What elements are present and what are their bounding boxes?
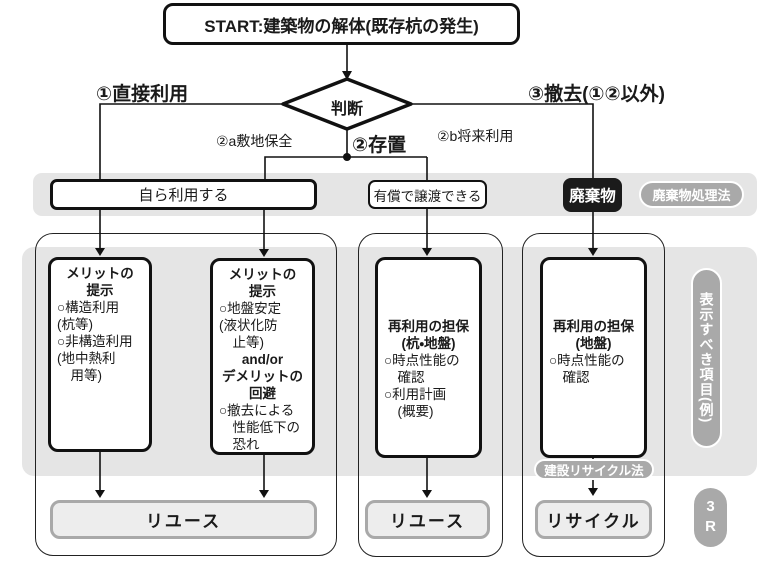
side-note-text: 表示すべき項目(例) [698, 292, 715, 424]
box2-body: ○地盤安定 (液状化防 止等) [219, 301, 282, 350]
start-node: START:建築物の解体(既存杭の発生) [163, 3, 520, 45]
branch-label-future-use: ②b将来利用 [437, 128, 514, 144]
box3-title: 再利用の担保 (杭・地盤) [388, 319, 469, 351]
box3-body: ○時点性能の 確認 ○利用計画 (概要) [384, 353, 460, 419]
pill-waste-disposal-law: 廃棄物処理法 [639, 181, 744, 208]
decision-label: 判断 [330, 101, 363, 118]
pill-construction-recycle-law: 建設リサイクル法 [534, 459, 654, 480]
group-direct-use-leave [35, 233, 337, 556]
column-box-direct-use: メリットの 提示 ○構造利用 (杭等) ○非構造利用 (地中熱利 用等) [48, 257, 152, 452]
outcome-reuse-small: リユース [365, 500, 490, 539]
box4-title: 再利用の担保 (地盤) [553, 319, 634, 351]
branch-label-direct-use: ①直接利用 [96, 84, 189, 105]
column-box-removal: 再利用の担保 (地盤) ○時点性能の 確認 [540, 257, 647, 458]
box1-title: メリットの 提示 [66, 266, 134, 298]
box2-connector: and/or [241, 352, 284, 367]
group-transfer [358, 233, 503, 557]
node-paid-transfer: 有償で譲渡できる [368, 180, 487, 209]
node-waste: 廃棄物 [563, 178, 622, 212]
branch-label-removal: ③撤去(①②以外) [528, 84, 665, 105]
box2-title2: デメリットの 回避 [222, 369, 303, 401]
node-self-use: 自ら利用する [50, 179, 317, 210]
junction-dot [343, 153, 351, 161]
column-box-transfer: 再利用の担保 (杭・地盤) ○時点性能の 確認 ○利用計画 (概要) [375, 257, 482, 458]
decision-diamond [281, 77, 413, 131]
box4-body: ○時点性能の 確認 [549, 353, 625, 385]
arrowheads [95, 71, 598, 498]
pill-display-items-note: 表示すべき項目(例) [691, 268, 722, 448]
three-r-text: 3R [702, 497, 719, 538]
outcome-recycle: リサイクル [535, 500, 652, 539]
box1-body: ○構造利用 (杭等) ○非構造利用 (地中熱利 用等) [57, 300, 133, 383]
branch-label-site-preservation: ②a敷地保全 [216, 133, 293, 149]
column-box-leave-in-place: メリットの 提示 ○地盤安定 (液状化防 止等) and/or デメリットの 回… [210, 258, 315, 455]
box2-title: メリットの 提示 [228, 267, 297, 299]
outcome-reuse-wide: リユース [50, 500, 317, 539]
pill-three-r: 3R [694, 488, 727, 547]
box2-body2: ○撤去による 性能低下の 恐れ [219, 403, 300, 452]
branch-label-leave-in-place: ②存置 [352, 135, 407, 156]
